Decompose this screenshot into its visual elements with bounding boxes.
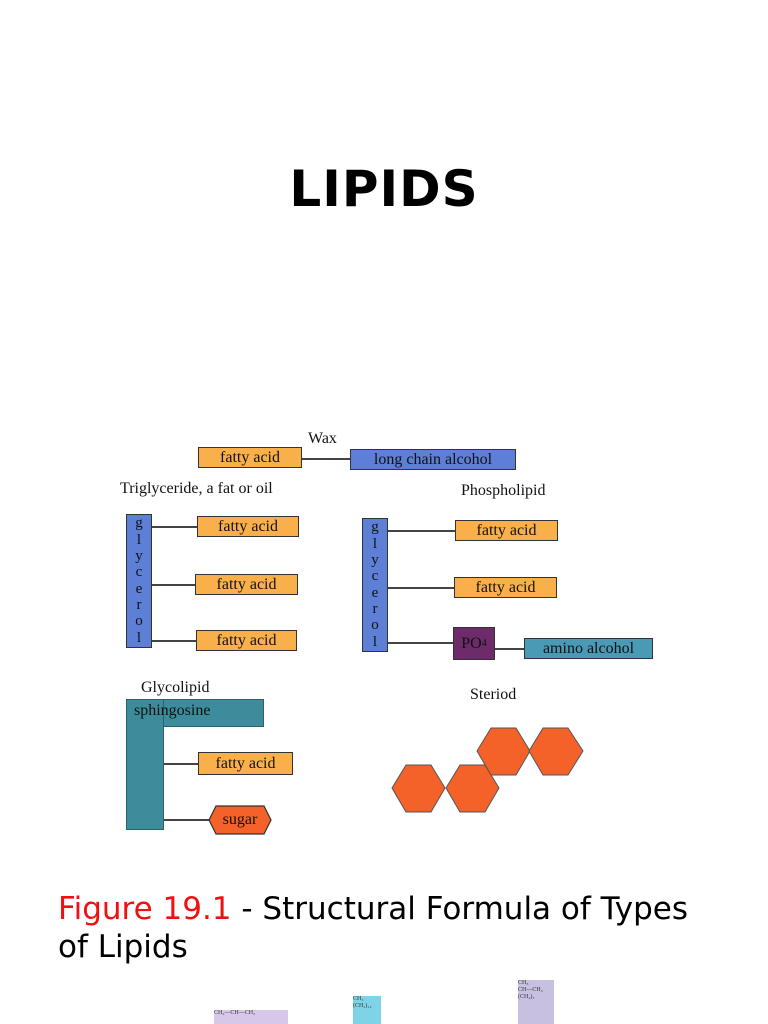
- glycerol-letter: g: [135, 515, 143, 532]
- glycerol-letter: g: [371, 519, 379, 536]
- wax-fatty-acid-box: fatty acid: [198, 447, 302, 468]
- phospholipid-connector-2: [388, 587, 454, 589]
- formula-text: CH—CH₃: [518, 987, 543, 993]
- glycerol-letter: r: [136, 596, 142, 613]
- wax-alcohol-box: long chain alcohol: [350, 449, 516, 470]
- triglyceride-glycerol-bar: g l y c e r o l: [126, 514, 152, 648]
- glycolipid-connector-1: [164, 763, 198, 765]
- steroid-ring-3: [476, 727, 531, 776]
- glycerol-letter: l: [372, 535, 378, 552]
- triglyceride-heading: Triglyceride, a fat or oil: [120, 480, 273, 497]
- glycerol-letter: l: [136, 531, 142, 548]
- phospholipid-connector-1: [388, 530, 455, 532]
- triglyceride-connector-3: [152, 640, 196, 642]
- figure-caption-text: - Structural Formula of Types of Lipids: [58, 891, 688, 965]
- triglyceride-connector-2: [152, 584, 195, 586]
- phospholipid-connector-4: [495, 648, 524, 650]
- glycerol-letter: e: [371, 584, 379, 601]
- glycerol-letter: e: [135, 580, 143, 597]
- formula-snippet-right: CH₃ CH—CH₃ (CH₂)₃: [518, 980, 554, 1024]
- glycerol-letter: o: [135, 613, 143, 630]
- triglyceride-connector-1: [152, 526, 197, 528]
- figure-number: Figure 19.1: [58, 891, 232, 927]
- sphingosine-label: sphingosine: [134, 702, 211, 719]
- glycerol-letter: y: [371, 551, 379, 568]
- steroid-ring-1: [391, 764, 446, 813]
- glycolipid-fatty-acid: fatty acid: [198, 752, 293, 775]
- formula-text: (CH₂)₃: [518, 994, 535, 1000]
- triglyceride-fatty-acid-3: fatty acid: [196, 630, 297, 651]
- glycerol-letter: r: [372, 600, 378, 617]
- sphingosine-vertical-bar: [126, 699, 164, 830]
- triglyceride-fatty-acid-2: fatty acid: [195, 574, 298, 595]
- formula-text: CH₃: [353, 996, 364, 1002]
- glycerol-letter: o: [371, 617, 379, 634]
- phospholipid-heading: Phospholipid: [461, 482, 546, 499]
- amino-alcohol-box: amino alcohol: [524, 638, 653, 659]
- triglyceride-fatty-acid-1: fatty acid: [197, 516, 299, 537]
- figure-caption: Figure 19.1 - Structural Formula of Type…: [58, 890, 718, 966]
- glycerol-letter: c: [371, 568, 379, 585]
- formula-snippet-left: CH₂—CH—CH₂: [214, 1010, 288, 1024]
- glycolipid-connector-2: [164, 819, 210, 821]
- glycerol-letter: y: [135, 547, 143, 564]
- phospholipid-fatty-acid-1: fatty acid: [455, 520, 558, 541]
- phospholipid-fatty-acid-2: fatty acid: [454, 577, 557, 598]
- glycolipid-heading: Glycolipid: [141, 679, 210, 696]
- formula-text: CH₂—CH—CH₂: [214, 1010, 256, 1016]
- steroid-heading: Steriod: [470, 686, 517, 703]
- formula-text: (CH₂)₁₂: [353, 1003, 372, 1009]
- steroid-rings: [391, 727, 584, 813]
- formula-text: CH₃: [518, 980, 529, 986]
- glycerol-letter: l: [136, 629, 142, 646]
- phosphate-subscript: 4: [481, 637, 487, 649]
- sugar-label: sugar: [222, 811, 258, 828]
- phosphate-label: PO: [461, 634, 482, 652]
- formula-snippet-middle: CH₃ (CH₂)₁₂: [353, 996, 381, 1024]
- sugar-shape: [208, 805, 272, 835]
- page-title: LIPIDS: [289, 160, 479, 218]
- wax-connector: [302, 458, 350, 460]
- phospholipid-glycerol-bar: g l y c e r o l: [362, 518, 388, 652]
- glycerol-letter: c: [135, 564, 143, 581]
- steroid-ring-4: [528, 727, 584, 776]
- glycerol-letter: l: [372, 633, 378, 650]
- wax-heading: Wax: [308, 430, 337, 447]
- phospholipid-connector-3: [388, 642, 453, 644]
